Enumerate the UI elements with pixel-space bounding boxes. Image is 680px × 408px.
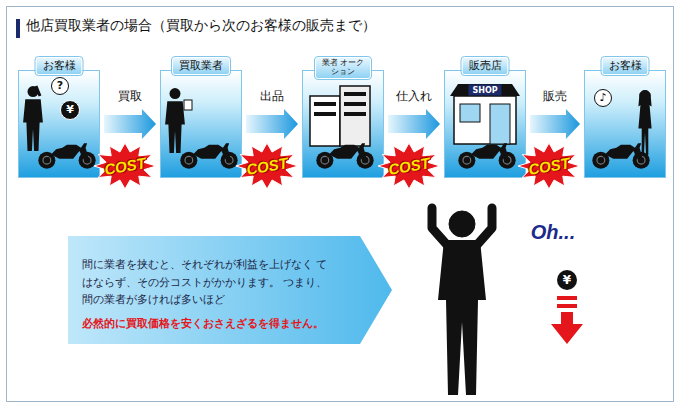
stage-label: 販売店: [462, 57, 509, 75]
edge-label: 出品: [258, 88, 286, 105]
auction-building: [310, 86, 370, 146]
shop-sign: SHOP: [468, 85, 501, 96]
customer-silhouette: [23, 86, 43, 151]
motorcycle: [316, 143, 373, 169]
motorcycle: [592, 143, 649, 169]
music-bubble: ♪: [594, 89, 612, 107]
stage-box: お客様: [584, 70, 666, 178]
flow-arrow: [246, 109, 298, 139]
edge-label: 販売: [541, 88, 569, 105]
exclamation: Oh...: [531, 221, 575, 244]
edge-label: 仕入れ: [394, 88, 434, 105]
stage-label: お客様: [36, 57, 83, 75]
stage-label: 業者 オークション: [315, 57, 371, 79]
clipboard: [184, 100, 192, 110]
title-bar: [16, 19, 20, 38]
title: 他店買取業者の場合（買取から次のお客様の販売まで）: [26, 17, 376, 35]
stage-box: 買取業者: [160, 70, 242, 178]
motorcycle: [458, 143, 515, 169]
motorcycle: [38, 143, 95, 169]
yen-coin: ¥: [60, 100, 80, 120]
explanation-text: 間に業者を挟むと、それぞれが利益を上げなく てはならず、その分コストがかかります…: [82, 256, 328, 309]
cost-star: [236, 143, 298, 189]
yen-coin: ¥: [557, 270, 577, 290]
woman-silhouette: [638, 90, 651, 155]
surprised-man: [432, 208, 492, 395]
question-bubble: ?: [51, 77, 69, 95]
price-down-arrow: [551, 296, 583, 344]
explanation-panel: 間に業者を挟むと、それぞれが利益を上げなく てはならず、その分コストがかかります…: [68, 236, 368, 344]
flow-arrow: [530, 109, 580, 139]
stage-label: 買取業者: [172, 57, 230, 75]
stage-box: 業者 オークション: [302, 70, 384, 178]
phone-arm: [36, 86, 40, 96]
cost-star: [94, 143, 156, 189]
dealer-silhouette: [165, 88, 185, 153]
warning-text: 必然的に買取価格を安くおさえざるを得ません。: [82, 315, 352, 333]
cost-star: [378, 143, 440, 189]
outer-frame: [7, 7, 674, 402]
panel-arrow: [68, 236, 392, 344]
stage-label: お客様: [602, 57, 649, 75]
shop-building: [450, 84, 520, 144]
motorcycle: [180, 143, 237, 169]
flow-arrow: [388, 109, 440, 139]
cost-star: [518, 143, 580, 189]
edge-label: 買取: [116, 88, 144, 105]
flow-arrow: [104, 109, 156, 139]
